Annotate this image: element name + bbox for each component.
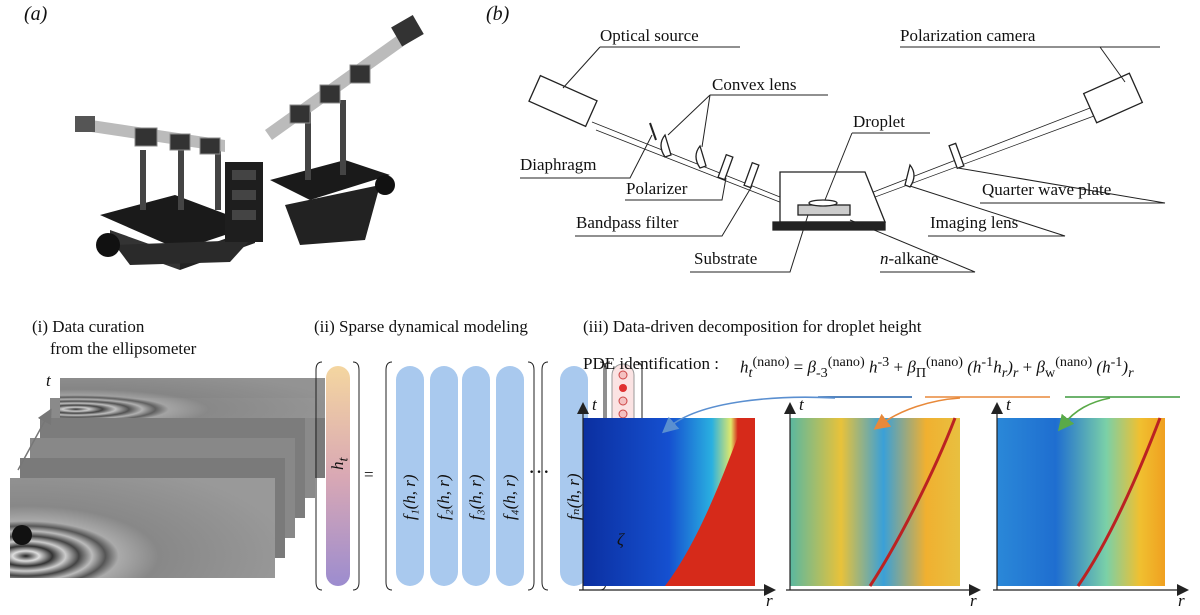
basis-f3-column xyxy=(462,366,490,586)
heatmap1-r-axis-label: r xyxy=(766,591,773,610)
ellipsometer-image-stack xyxy=(10,378,325,578)
heatmap-term2 xyxy=(784,402,981,596)
f1-label: f₁(h, r) xyxy=(400,474,419,520)
label-polarizer: Polarizer xyxy=(626,179,688,198)
term2-arrow xyxy=(873,397,961,430)
step-i-title-line2: from the ellipsometer xyxy=(50,339,197,358)
label-imaging-lens: Imaging lens xyxy=(930,213,1019,232)
label-bandpass-filter: Bandpass filter xyxy=(576,213,679,232)
pde-identification-label: PDE identification : xyxy=(583,354,719,373)
label-optical-source: Optical source xyxy=(600,26,699,45)
schematic-leader-lines xyxy=(520,46,1166,273)
label-n-alkane: n-alkane xyxy=(880,249,939,268)
ellipsis: ··· xyxy=(528,459,550,484)
ellipsometer-instrument-illustration xyxy=(75,14,424,270)
heatmap-term1 xyxy=(577,402,776,596)
step-iii-title: (iii) Data-driven decomposition for drop… xyxy=(583,317,922,336)
label-droplet: Droplet xyxy=(853,112,905,131)
term3-arrow xyxy=(1058,397,1111,432)
term1-arrow xyxy=(661,396,836,434)
heatmap1-t-axis-label: t xyxy=(592,395,597,414)
fn-label: fₙ(h, r) xyxy=(564,473,583,520)
heatmap2-r-axis-label: r xyxy=(970,591,977,610)
time-arrow xyxy=(17,408,52,471)
label-convex-lens: Convex lens xyxy=(712,75,797,94)
ht-label: ht xyxy=(328,457,352,470)
heatmap3-t-axis-label: t xyxy=(1006,395,1011,414)
basis-f1-column xyxy=(396,366,424,586)
panel-a-label: (a) xyxy=(24,3,48,25)
step-i-title-line1: (i) Data curation xyxy=(32,317,145,336)
panel-b-label: (b) xyxy=(486,3,510,25)
label-diaphragm: Diaphragm xyxy=(520,155,597,174)
basis-f4-column xyxy=(496,366,524,586)
step-i-time-label: t xyxy=(46,371,51,390)
label-polarization-camera: Polarization camera xyxy=(900,26,1036,45)
heatmap2-t-axis-label: t xyxy=(799,395,804,414)
label-quarter-wave-plate: Quarter wave plate xyxy=(982,180,1112,199)
label-substrate: Substrate xyxy=(694,249,758,268)
f3-label: f₃(h, r) xyxy=(466,474,485,520)
zeta-label: ζ xyxy=(617,530,624,549)
optical-schematic xyxy=(528,72,1144,231)
step-ii-title: (ii) Sparse dynamical modeling xyxy=(314,317,528,336)
f2-label: f₂(h, r) xyxy=(434,474,453,520)
heatmap3-r-axis-label: r xyxy=(1178,591,1185,610)
basis-fn-column xyxy=(560,366,588,586)
equals-sign: = xyxy=(364,465,374,484)
pde-equation: ht(nano) = β-3(nano) h-3 + βΠ(nano) (h-1… xyxy=(740,354,1134,382)
ht-column xyxy=(326,366,350,586)
heatmap-term3 xyxy=(991,402,1189,596)
basis-f2-column xyxy=(430,366,458,586)
f4-label: f₄(h, r) xyxy=(500,474,519,520)
